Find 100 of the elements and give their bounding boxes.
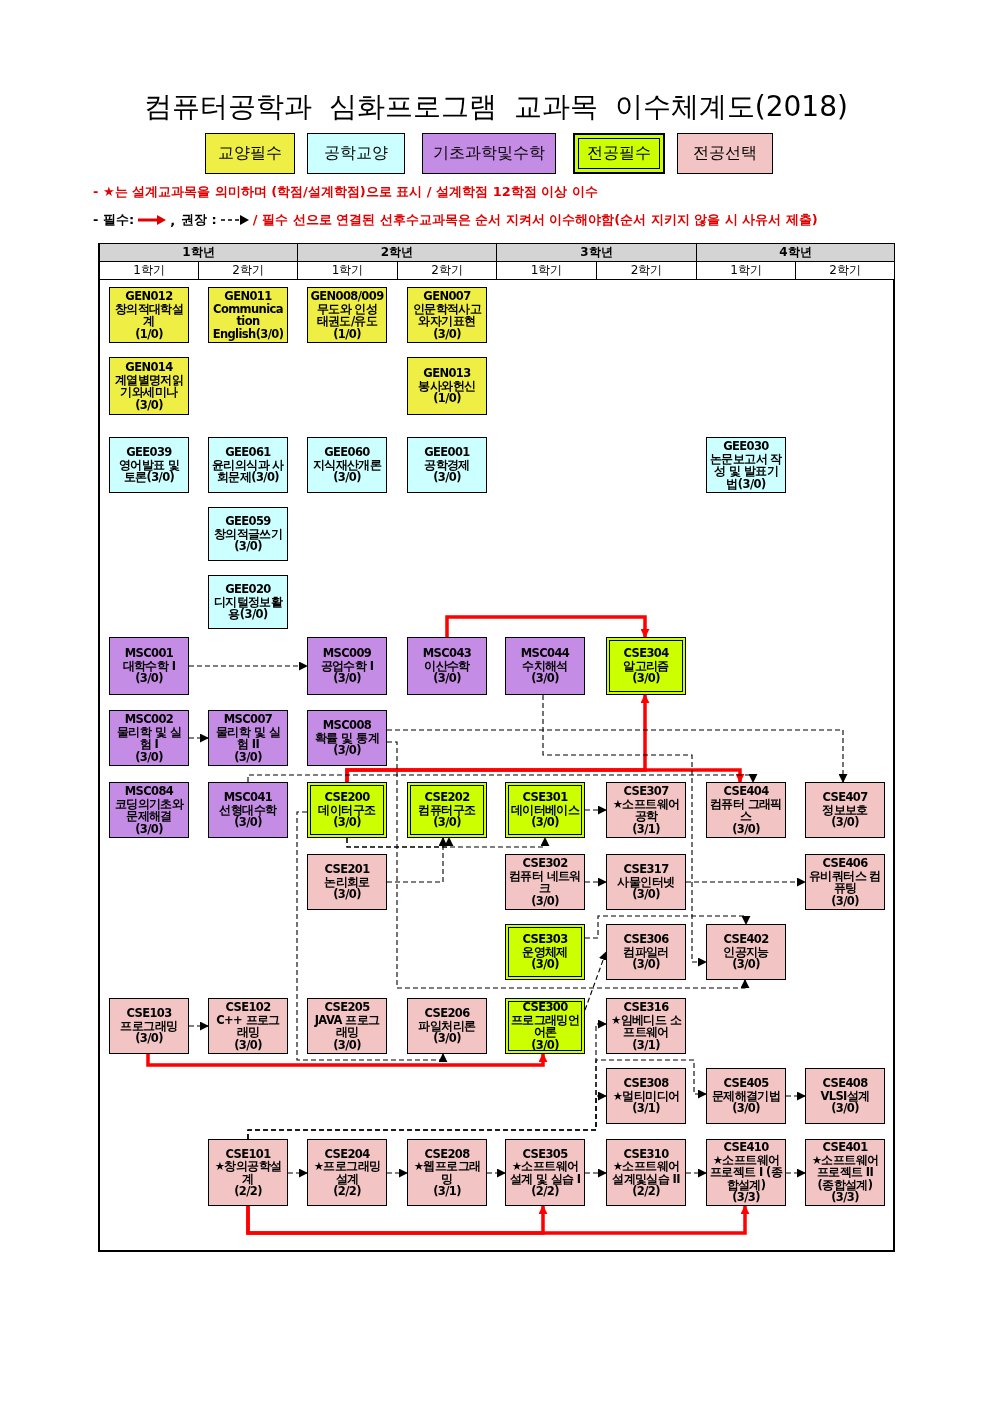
credit-text: (3/0) <box>433 1032 461 1045</box>
prerequisite-arrow <box>542 694 707 967</box>
legend-box: 기초과학및수학 <box>422 133 556 174</box>
course-code: CSE317 <box>623 863 669 876</box>
course-code: CSE410 <box>723 1141 769 1154</box>
course-name: 수치해석 <box>521 659 569 673</box>
credit-text: (3/0) <box>732 958 760 971</box>
course-name: 계열별명저읽기와세미나 <box>113 373 185 399</box>
course-code: CSE101 <box>225 1147 271 1160</box>
course-name: 영어발표 및 토론(3/0) <box>117 458 181 484</box>
course-name: C++ 프로그래밍 <box>215 1013 281 1039</box>
course-code: CSE300 <box>521 1001 569 1014</box>
credit-text: (3/0) <box>333 471 361 484</box>
credit-text: (3/0) <box>233 750 263 763</box>
course-name: 창의적글쓰기 <box>212 527 284 541</box>
course-box <box>606 1139 686 1206</box>
course-name: 이산수학 <box>423 659 471 673</box>
prerequisite-arrow <box>296 811 448 1063</box>
course-box <box>109 782 189 838</box>
course-name: 논리회로 <box>323 875 371 889</box>
prerequisite-arrow <box>246 1205 750 1235</box>
course-name: 컴퓨터 네트워크 <box>508 869 582 895</box>
credit-text: (3/0) <box>333 744 361 757</box>
credit-text: (3/1) <box>632 1038 660 1051</box>
credit-text: (3/0) <box>234 816 262 829</box>
credit-text: (1/0) <box>433 392 461 405</box>
course-box <box>505 854 585 910</box>
credit-text: (3/0) <box>135 822 163 835</box>
prerequisite-arrow <box>346 837 550 848</box>
course-name: 공학경제 <box>423 458 471 472</box>
course-box <box>208 782 288 838</box>
course-name: 컴파일러 <box>622 945 670 959</box>
course-box <box>505 782 585 838</box>
course-name: 코딩의기초와 문제해결 <box>113 797 185 823</box>
prerequisite-arrow <box>785 1168 806 1178</box>
course-code: MSC008 <box>322 719 372 732</box>
prerequisite-arrow <box>146 1053 548 1067</box>
credit-text: (2/2) <box>531 1185 559 1198</box>
course-code: CSE307 <box>622 785 670 798</box>
course-code: CSE201 <box>323 863 371 876</box>
prerequisite-arrow <box>584 805 607 815</box>
credit-text: (3/0) <box>531 816 559 829</box>
course-name: 정보보호 <box>821 803 869 817</box>
prerequisite-arrow <box>188 661 308 671</box>
course-box <box>606 782 686 838</box>
course-code: MSC041 <box>223 791 273 804</box>
course-box <box>307 854 387 910</box>
course-code: CSE310 <box>623 1147 669 1160</box>
course-box <box>606 998 686 1054</box>
course-name: JAVA 프로그래밍 <box>313 1013 381 1039</box>
course-name: 선형대수학 <box>218 803 278 817</box>
course-code: CSE402 <box>722 933 770 946</box>
course-box <box>109 998 189 1054</box>
credit-text: (3/0) <box>831 816 859 829</box>
course-box <box>109 437 189 493</box>
course-code: GEN011 <box>223 290 273 303</box>
course-code: MSC084 <box>123 785 175 798</box>
course-name: ★소프트웨어 설계및실습 II <box>611 1160 681 1185</box>
credit-text: (3/1) <box>632 1102 660 1115</box>
credit-text: (3/0) <box>135 1032 163 1045</box>
prerequisite-arrow <box>247 773 758 783</box>
course-name: 문제해결기법 <box>710 1089 782 1103</box>
prerequisite-arrow <box>584 951 608 1011</box>
credit-text: (3/0) <box>433 816 461 829</box>
title: 컴퓨터공학과 심화프로그램 교과목 이수체계도(2018) <box>143 89 849 125</box>
credit-text: (3/1) <box>631 822 661 835</box>
course-box <box>208 1139 288 1206</box>
course-code: GEN012 <box>124 290 174 303</box>
course-code: CSE304 <box>622 647 670 660</box>
prerequisite-arrow <box>287 1168 308 1178</box>
course-box <box>109 357 189 415</box>
prerequisite-arrow <box>386 837 448 883</box>
course-box <box>706 924 786 980</box>
prerequisite-arrow <box>584 915 751 939</box>
prerequisite-arrow <box>188 1021 209 1031</box>
course-code: CSE404 <box>722 785 770 798</box>
course-name: 데이터베이스 <box>509 803 581 817</box>
credit-text: (3/3) <box>732 1191 760 1204</box>
credit-text: (3/0) <box>632 958 660 971</box>
credit-text: (3/0) <box>530 1038 560 1051</box>
course-name: ★소프트웨어 프로젝트 I (종합설계) <box>709 1153 783 1192</box>
note-text: - ★는 설계교과목을 의미하며 (학점/설계학점)으로 표시 / 설계학점 12학점 이상 이수 <box>93 183 598 201</box>
course-box <box>606 854 686 910</box>
course-code: MSC044 <box>519 647 571 660</box>
course-name: 확률 및 통계 <box>314 731 380 745</box>
course-code: MSC007 <box>222 713 274 726</box>
prerequisite-arrow <box>386 729 848 783</box>
course-box <box>407 437 487 493</box>
legend-box: 공학교양 <box>307 133 405 174</box>
course-name: VLSI설계 <box>819 1089 871 1103</box>
credit-text: (2/2) <box>233 1185 263 1198</box>
course-name: 프로그래밍언어론 <box>509 1013 581 1039</box>
course-code: GEE060 <box>324 446 370 459</box>
course-box <box>407 357 487 415</box>
course-code: GEE001 <box>423 446 471 459</box>
course-name: ★멀티미디어 <box>611 1089 681 1103</box>
credit-text: (2/2) <box>332 1185 362 1198</box>
course-name: 물리학 및 실험 I <box>116 725 182 751</box>
course-box <box>706 1068 786 1124</box>
course-code: CSE103 <box>126 1007 172 1020</box>
